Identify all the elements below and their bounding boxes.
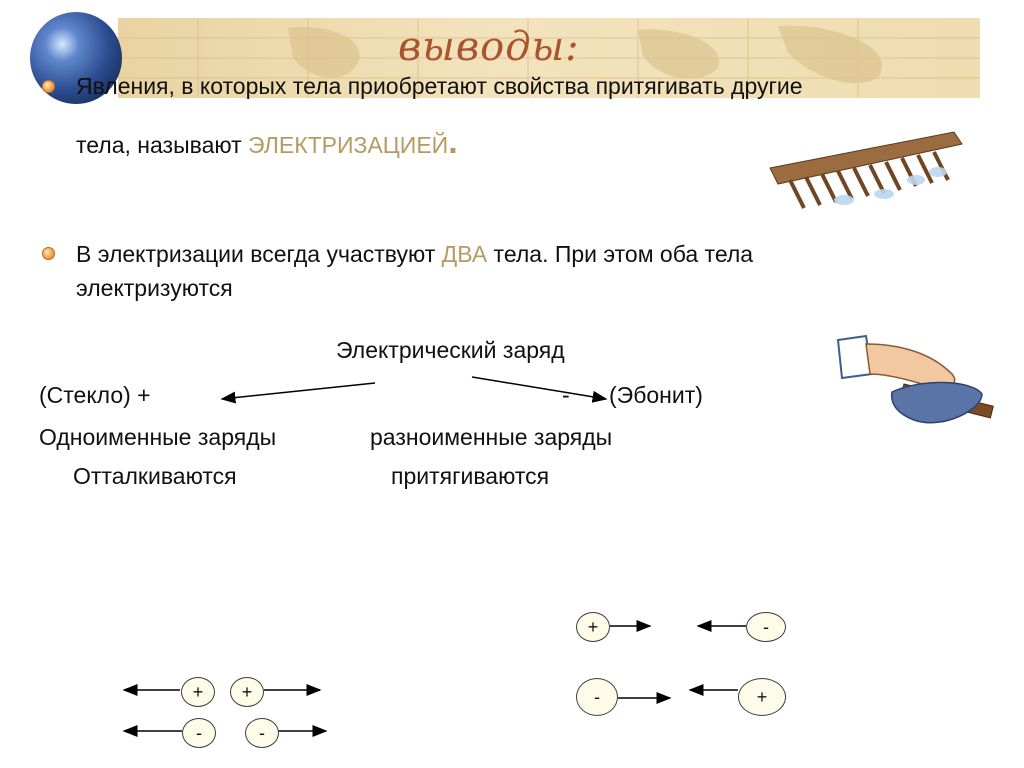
arrow-to-glass — [220, 382, 376, 404]
paragraph1-period: . — [448, 123, 458, 161]
charge-plus: + — [738, 678, 786, 716]
paragraph2-line1: В электризации всегда участвуют ДВА тела… — [76, 240, 753, 268]
paragraph2-line2: электризуются — [76, 275, 233, 301]
attract-label: притягиваются — [391, 463, 550, 489]
paragraph2-prefix: В электризации всегда участвуют — [76, 241, 442, 267]
bullet-icon — [42, 247, 55, 260]
page-title: выводы: — [398, 24, 580, 70]
map-pattern — [118, 18, 980, 98]
ebonite-label: (Эбонит) — [609, 382, 703, 408]
paragraph2-suffix: тела. При этом оба тела — [487, 241, 754, 267]
highlight-electrization: ЭЛЕКТРИЗАЦИЕЙ — [248, 132, 449, 158]
charge-minus: - — [245, 718, 279, 748]
charge-minus: - — [182, 718, 216, 748]
arrow-to-ebonite — [471, 376, 608, 403]
opposite-charges-label: разноименные заряды — [370, 424, 613, 450]
same-charges-label: Одноименные заряды — [39, 424, 277, 450]
ebonite-sign: - — [562, 382, 570, 408]
hand-rubbing-icon — [836, 334, 994, 424]
charge-plus: + — [230, 677, 264, 707]
charge-minus: - — [746, 612, 786, 642]
diagram-heading: Электрический заряд — [336, 337, 565, 363]
paragraph1-prefix: тела, называют — [76, 132, 249, 158]
repel-label: Отталкиваются — [73, 463, 237, 489]
paragraph1-line2: тела, называют ЭЛЕКТРИЗАЦИЕЙ. — [76, 125, 458, 159]
charge-plus: + — [576, 612, 610, 642]
paragraph1-line1: Явления, в которых тела приобретают свой… — [76, 73, 803, 99]
highlight-two: ДВА — [441, 241, 488, 267]
header-banner — [118, 18, 980, 98]
glass-label: (Стекло) + — [39, 382, 151, 408]
bullet-icon — [42, 80, 55, 93]
charge-plus: + — [181, 677, 215, 707]
charge-minus: - — [576, 678, 618, 716]
comb-icon — [769, 131, 963, 209]
